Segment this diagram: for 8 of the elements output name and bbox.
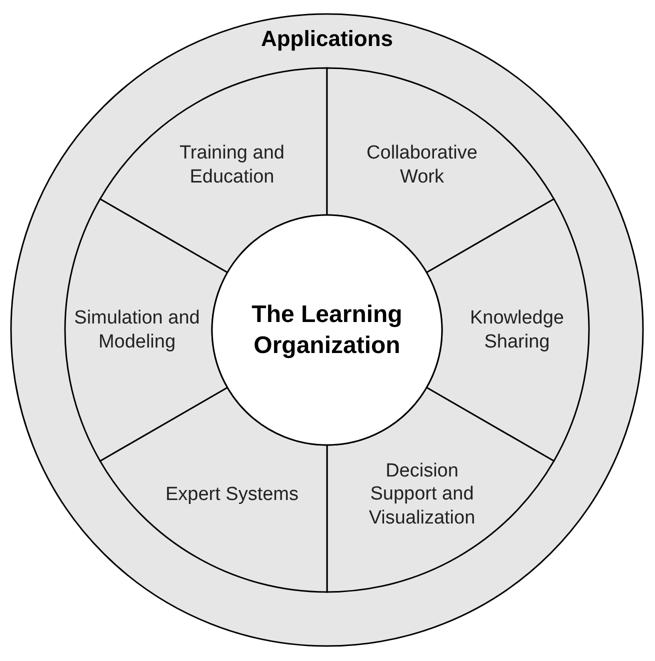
center-label: The Learning Organization bbox=[250, 300, 404, 361]
sector-label: Decision Support and Visualization bbox=[368, 458, 476, 530]
sector-label: Knowledge Sharing bbox=[468, 306, 566, 354]
sector-label: Training and Education bbox=[178, 142, 286, 190]
ring-title: Applications bbox=[260, 26, 393, 52]
sector-label: Expert Systems bbox=[164, 482, 300, 506]
sector-label: Collaborative Work bbox=[366, 142, 478, 190]
sector-label: Simulation and Modeling bbox=[73, 306, 201, 354]
